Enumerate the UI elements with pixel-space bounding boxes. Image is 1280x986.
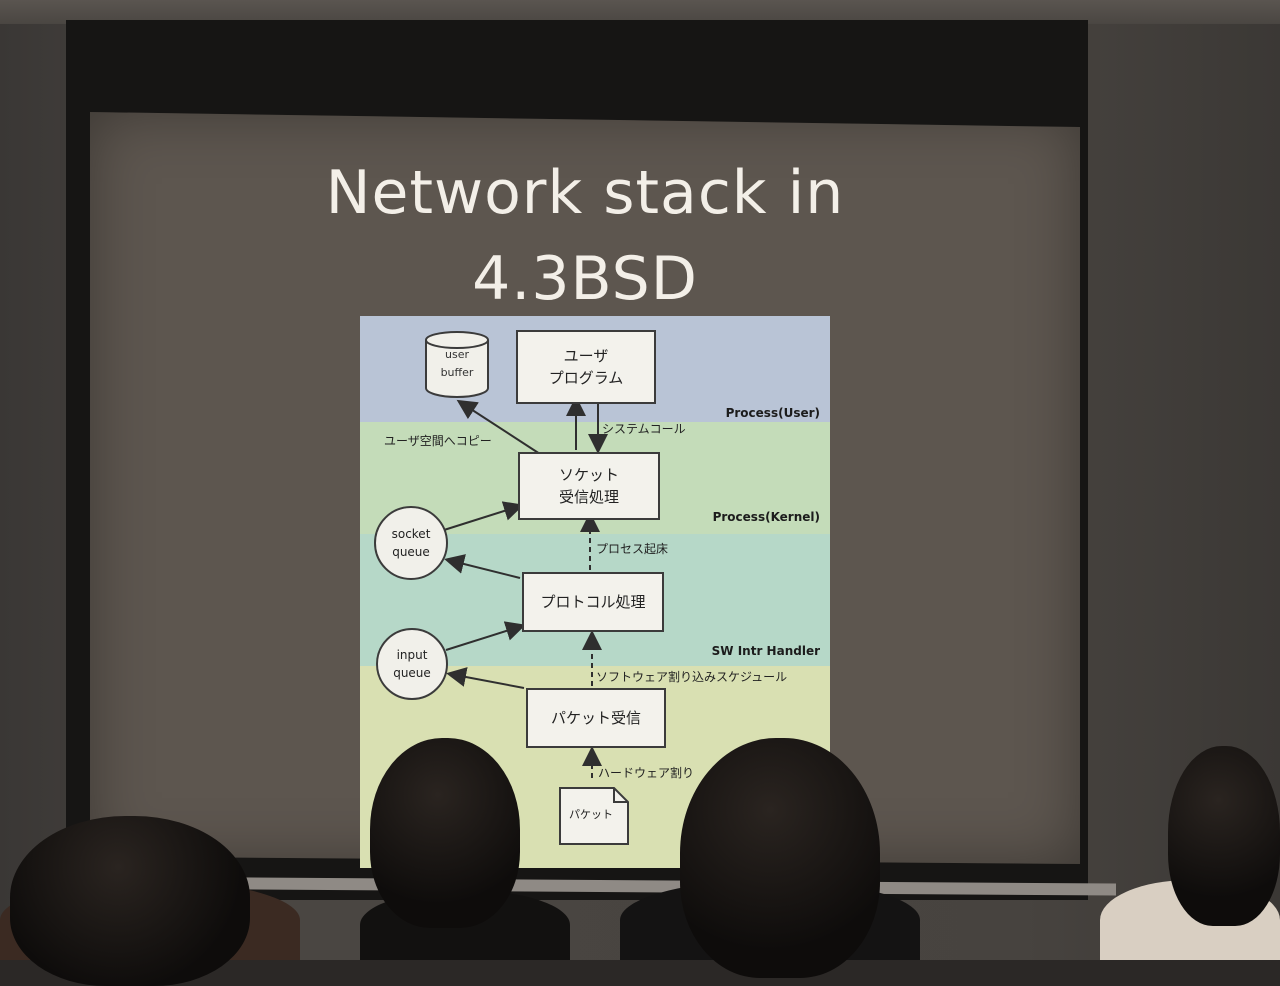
arrow-input-queue-to-protocol [446, 626, 522, 650]
audience-head-center-left [370, 738, 520, 928]
slide-title-line1: Network stack in [90, 150, 1080, 236]
label-copy-to-user: ユーザ空間へコピー [384, 432, 492, 449]
packet-recv-box: パケット受信 [526, 688, 666, 748]
socket-recv-box: ソケット 受信処理 [518, 452, 660, 520]
audience-head-left [10, 816, 250, 986]
slide-title-line2: 4.3BSD [90, 236, 1080, 322]
packet-label: パケット [558, 806, 624, 822]
protocol-box: プロトコル処理 [522, 572, 664, 632]
arrow-packet-recv-to-input-queue [450, 674, 524, 688]
user-program-box: ユーザ プログラム [516, 330, 656, 404]
slide-title: Network stack in 4.3BSD [90, 150, 1080, 322]
socket-queue-circle: socket queue [374, 506, 448, 580]
user-buffer-label: user buffer [424, 346, 490, 382]
arrow-socket-queue-to-socket-recv [444, 506, 520, 530]
arrow-protocol-to-socket-queue [448, 560, 520, 578]
input-queue-circle: input queue [376, 628, 448, 700]
audience-head-right [1168, 746, 1280, 926]
label-sw-intr-schedule: ソフトウェア割り込みスケジュール [596, 668, 787, 685]
label-syscall: システムコール [602, 420, 686, 437]
label-process-wakeup: プロセス起床 [596, 540, 668, 557]
label-hw-intr: ハードウェア割り [598, 764, 694, 781]
audience-head-center-right [680, 738, 880, 978]
